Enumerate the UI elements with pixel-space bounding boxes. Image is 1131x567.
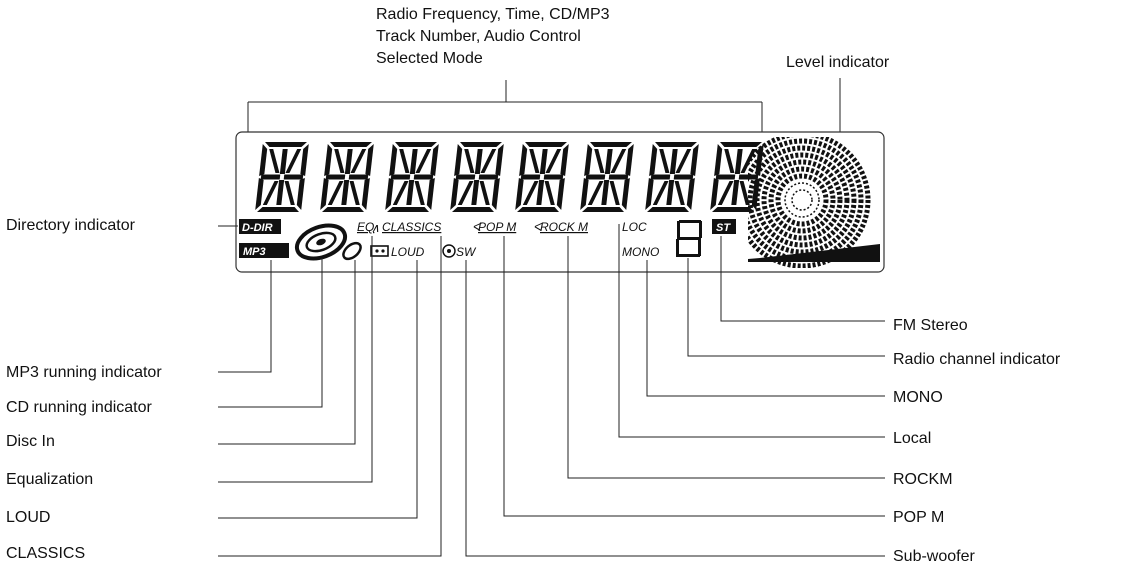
classics-label: CLASSICS [6, 545, 85, 562]
radio-channel-label: Radio channel indicator [893, 351, 1061, 368]
subwoofer-label: Sub-woofer [893, 548, 975, 565]
level-ring [754, 152, 850, 248]
level-ring [748, 145, 857, 255]
segment-digit [450, 142, 504, 212]
rockm-label: ROCKM [893, 471, 953, 488]
segment-digits [255, 142, 764, 212]
rockm-arrow-icon: ᐸ [533, 220, 544, 234]
level-indicator-graphic [748, 137, 880, 268]
d-dir-indicator: D-DIR [242, 222, 273, 234]
loc-indicator: LOC [622, 220, 647, 234]
level-ring [775, 173, 829, 227]
directory-indicator-label: Directory indicator [6, 217, 136, 234]
segment-digit [580, 142, 634, 212]
local-label: Local [893, 430, 931, 447]
rockm-indicator: ROCK M [540, 220, 588, 234]
level-bar [748, 244, 880, 262]
mp3-indicator-bg [239, 243, 289, 258]
segment-digit [710, 142, 764, 212]
classics-indicator: CLASSICS [382, 220, 441, 234]
mono-indicator: MONO [622, 245, 659, 259]
tape-icon [370, 245, 389, 257]
level-ring [748, 137, 871, 268]
top-callout-line-2: Track Number, Audio Control [376, 28, 581, 45]
subwoofer-icon [442, 244, 456, 258]
st-indicator: ST [716, 222, 731, 234]
sw-indicator: SW [456, 245, 477, 259]
equalization-label: Equalization [6, 471, 93, 488]
eq-caret-icon: ∧ [371, 221, 380, 235]
segment-digit [645, 142, 699, 212]
segment-digit [515, 142, 569, 212]
segment-digit [255, 142, 309, 212]
level-indicator-label: Level indicator [786, 54, 890, 71]
level-ring [791, 189, 813, 211]
st-indicator-bg [712, 219, 736, 234]
top-callout-line-1: Radio Frequency, Time, CD/MP3 [376, 6, 610, 23]
disc-in-label: Disc In [6, 433, 55, 450]
segment-digit [320, 142, 374, 212]
mp3-indicator: MP3 [243, 246, 266, 258]
loud-indicator: LOUD [391, 245, 425, 259]
mono-label: MONO [893, 389, 943, 406]
level-ring [761, 159, 843, 241]
display-bracket [247, 80, 763, 186]
level-ring [784, 182, 820, 218]
popm-label: POP M [893, 509, 944, 526]
top-callout-line-3: Selected Mode [376, 50, 483, 67]
fm-stereo-label: FM Stereo [893, 317, 968, 334]
cd-running-label: CD running indicator [6, 399, 153, 416]
cd-running-icon [294, 223, 348, 261]
level-ring [768, 166, 836, 234]
radio-channel-digit [676, 220, 702, 257]
disc-in-icon [342, 241, 362, 261]
d-dir-indicator-bg [239, 219, 281, 234]
leader-lines [218, 224, 885, 557]
eq-indicator: EQ [357, 220, 374, 234]
mp3-running-label: MP3 running indicator [6, 364, 162, 381]
popm-arrow-icon: ᐸ [472, 220, 483, 234]
popm-indicator: POP M [478, 220, 516, 234]
segment-digit [385, 142, 439, 212]
loud-label: LOUD [6, 509, 50, 526]
